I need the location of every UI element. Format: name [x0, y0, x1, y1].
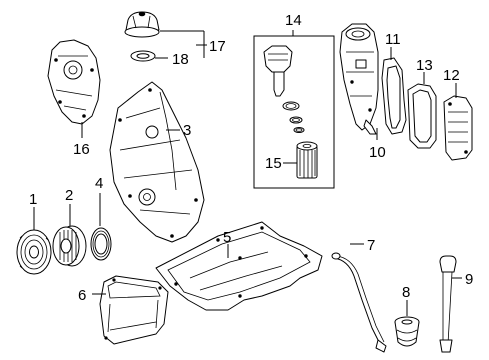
callout-5: 5: [223, 229, 231, 246]
callout-6: 6: [78, 287, 86, 304]
callout-11: 11: [385, 31, 401, 48]
callout-2: 2: [65, 187, 73, 204]
callout-14: 14: [285, 12, 302, 29]
oil-filter-kit-box: [253, 35, 335, 189]
dipstick-grommet: [394, 316, 420, 347]
dipstick-tube: [331, 252, 387, 353]
callout-16: 16: [73, 141, 90, 158]
oil-filter-element: [296, 141, 318, 179]
leaders-17-18: [155, 30, 207, 59]
callout-12: 12: [443, 67, 460, 84]
vibration-damper: [52, 225, 87, 267]
callout-10: 10: [369, 144, 386, 161]
upper-oil-pan: [155, 221, 323, 311]
callout-3: 3: [183, 122, 191, 139]
crankshaft-seal: [90, 227, 112, 261]
callout-18: 18: [172, 51, 189, 68]
oil-filter-o-rings: [282, 101, 305, 133]
callout-4: 4: [95, 175, 103, 192]
oil-filter-housing-cap: [263, 45, 293, 97]
callout-9: 9: [465, 271, 473, 288]
callout-17: 17: [209, 38, 226, 55]
filler-cap-seal: [130, 50, 156, 62]
housing-gasket: [381, 57, 407, 135]
crankshaft-pulley: [16, 229, 52, 275]
lower-oil-pan: [99, 275, 169, 345]
callout-7: 7: [367, 237, 375, 254]
oil-filler-cap: [124, 11, 160, 38]
callout-8: 8: [402, 284, 410, 301]
callout-1: 1: [29, 191, 37, 208]
oil-cooler: [443, 95, 473, 161]
callout-13: 13: [416, 57, 433, 74]
engine-front-cover: [109, 81, 205, 243]
dipstick: [439, 255, 457, 353]
timing-cover: [47, 39, 101, 125]
cooler-gasket: [407, 83, 437, 149]
callout-15: 15: [265, 155, 282, 172]
oil-filter-housing: [339, 23, 379, 135]
